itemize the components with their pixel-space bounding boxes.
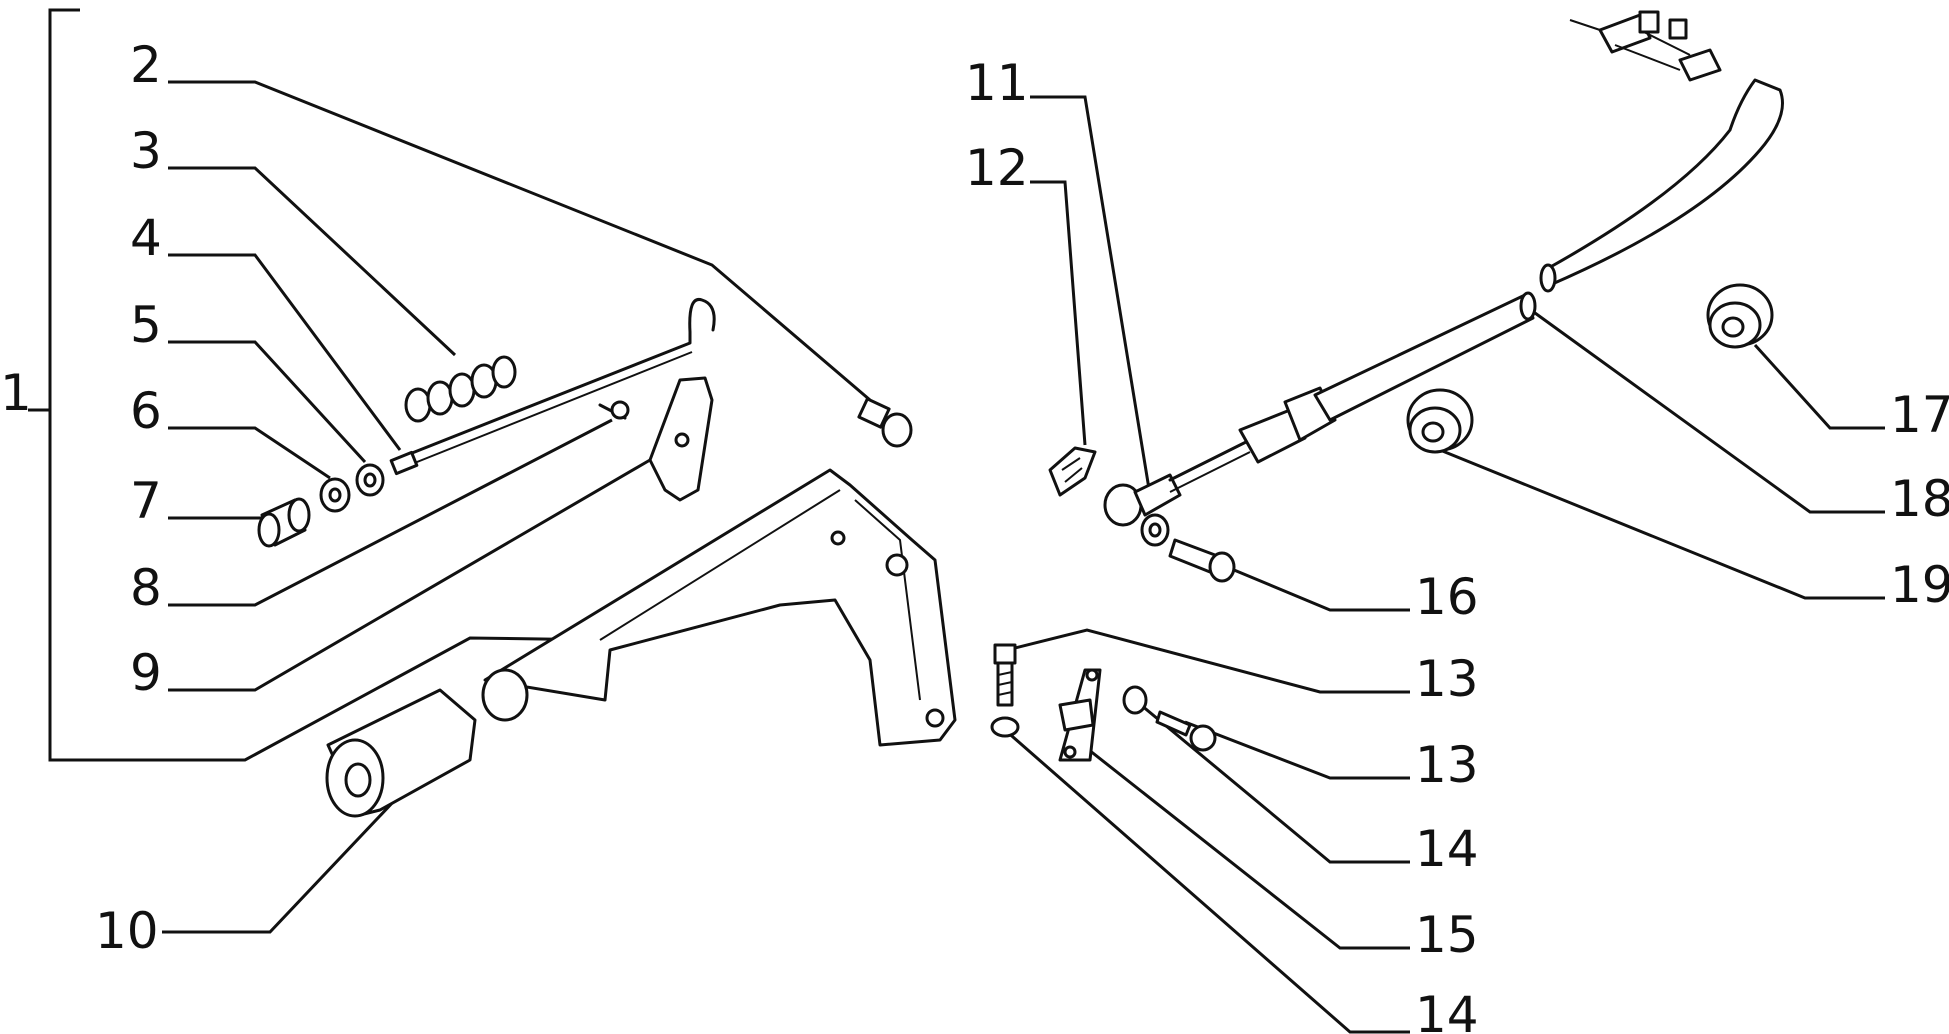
- callout-13a: 13: [1415, 650, 1479, 708]
- part-pin-16: [1168, 538, 1236, 583]
- callout-15: 15: [1415, 906, 1479, 964]
- callout-11: 11: [965, 54, 1029, 112]
- part-clip-12: [1048, 446, 1097, 497]
- leader-13b: [1184, 720, 1410, 780]
- part-washer-6-hole: [328, 487, 342, 503]
- leader-15: [1069, 733, 1410, 950]
- callout-7: 7: [130, 472, 162, 530]
- callout-4: 4: [130, 209, 162, 267]
- group-bracket: [28, 8, 80, 762]
- part-washer-11-hole: [1148, 522, 1162, 538]
- leader-14a: [1134, 698, 1410, 864]
- part-cable-18: [1313, 10, 1784, 422]
- leader-18: [1534, 311, 1885, 514]
- callout-5: 5: [130, 296, 162, 354]
- leader-10: [162, 798, 397, 934]
- callout-3: 3: [130, 122, 162, 180]
- part-bolt-2: [857, 397, 913, 448]
- leader-3: [168, 166, 457, 357]
- callout-8: 8: [130, 559, 162, 617]
- part-washer-14b: [990, 716, 1020, 738]
- callout-16: 16: [1415, 568, 1479, 626]
- callout-labels: 1 2 3 4 5 6 7 8 9 10 11 12 13 13 14 14 1…: [0, 36, 1949, 1034]
- leader-12: [1030, 180, 1087, 446]
- part-pawl-9: [648, 376, 714, 502]
- leader-2: [168, 80, 871, 402]
- part-bolt-13b: [1155, 710, 1217, 752]
- part-grommet-19: [1406, 388, 1474, 454]
- leader-lines: [80, 80, 1885, 1034]
- part-washer-5-hole: [363, 472, 377, 488]
- part-bracket-15: [1058, 668, 1102, 762]
- callout-13b: 13: [1415, 736, 1479, 794]
- leader-5: [168, 340, 367, 464]
- part-washer-14a: [1122, 685, 1148, 715]
- part-rod-4: [389, 297, 716, 476]
- part-spring-3: [404, 355, 517, 423]
- part-grip-10: [325, 688, 477, 818]
- callout-1: 1: [0, 364, 32, 422]
- callout-12: 12: [965, 139, 1029, 197]
- part-cap-7: [257, 497, 311, 548]
- leader-4: [168, 253, 402, 451]
- callout-14a: 14: [1415, 820, 1479, 878]
- leader-14b: [1004, 728, 1410, 1034]
- callout-17: 17: [1890, 386, 1949, 444]
- part-cable-end: [1103, 386, 1337, 527]
- callout-6: 6: [130, 382, 162, 440]
- leader-11: [1030, 95, 1152, 496]
- part-bolt-13a: [993, 643, 1017, 707]
- callout-2: 2: [130, 36, 162, 94]
- callout-9: 9: [130, 644, 162, 702]
- leader-13a: [1014, 628, 1410, 694]
- part-grommet-17: [1706, 283, 1774, 349]
- part-pin-8: [598, 400, 630, 420]
- callout-19: 19: [1890, 556, 1949, 614]
- callout-18: 18: [1890, 470, 1949, 528]
- leader-19: [1439, 448, 1885, 600]
- leader-9: [168, 458, 651, 692]
- leader-1b: [80, 636, 611, 762]
- part-handbrake-lever: [481, 468, 957, 747]
- leader-6: [168, 426, 331, 480]
- callout-10: 10: [95, 902, 159, 960]
- leader-17: [1753, 343, 1885, 430]
- leader-16: [1221, 563, 1410, 612]
- leader-8: [168, 418, 613, 607]
- callout-14b: 14: [1415, 986, 1479, 1034]
